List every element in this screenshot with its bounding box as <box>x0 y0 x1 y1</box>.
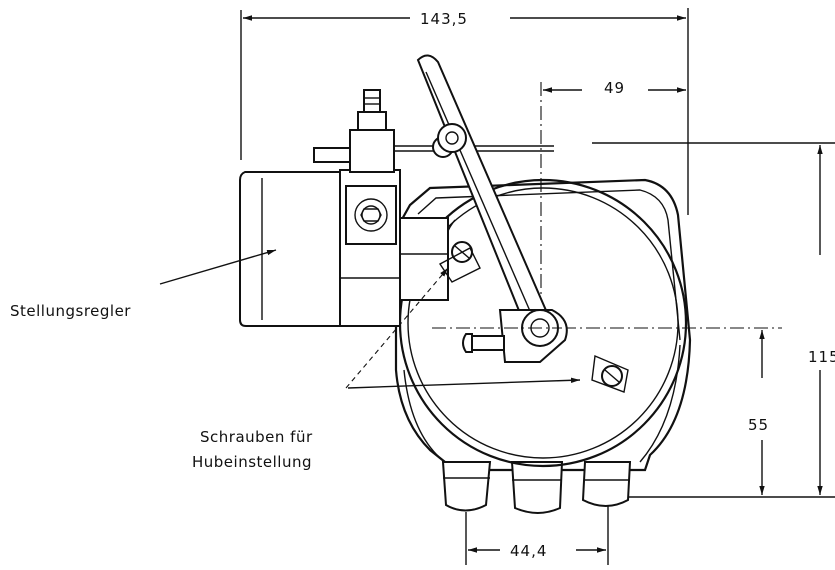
dimension-143-5: 143,5 <box>240 8 689 215</box>
dimension-55: 55 <box>562 327 782 495</box>
dimension-label-115: 115 <box>808 348 835 366</box>
dimension-115: 115 <box>592 142 835 495</box>
dimension-label-49: 49 <box>604 79 625 97</box>
cable-glands <box>441 461 632 514</box>
dimension-44-4: 44,4 <box>465 496 835 565</box>
label-screws-line2: Hubeinstellung <box>192 453 312 471</box>
actuator-housing <box>394 178 692 472</box>
adjustment-screws <box>438 241 629 393</box>
dimension-label-55: 55 <box>748 416 769 434</box>
positioner-unit <box>239 89 554 327</box>
label-screws-line1: Schrauben für <box>200 428 313 446</box>
leader-screws <box>345 267 581 389</box>
feedback-lever <box>416 54 550 330</box>
dimension-label-143-5: 143,5 <box>420 10 468 28</box>
label-positioner: Stellungsregler <box>10 302 131 320</box>
lever-clamp <box>432 309 568 363</box>
leader-positioner <box>159 249 277 285</box>
dimension-49: 49 <box>540 79 686 328</box>
dimension-label-44-4: 44,4 <box>510 542 547 560</box>
